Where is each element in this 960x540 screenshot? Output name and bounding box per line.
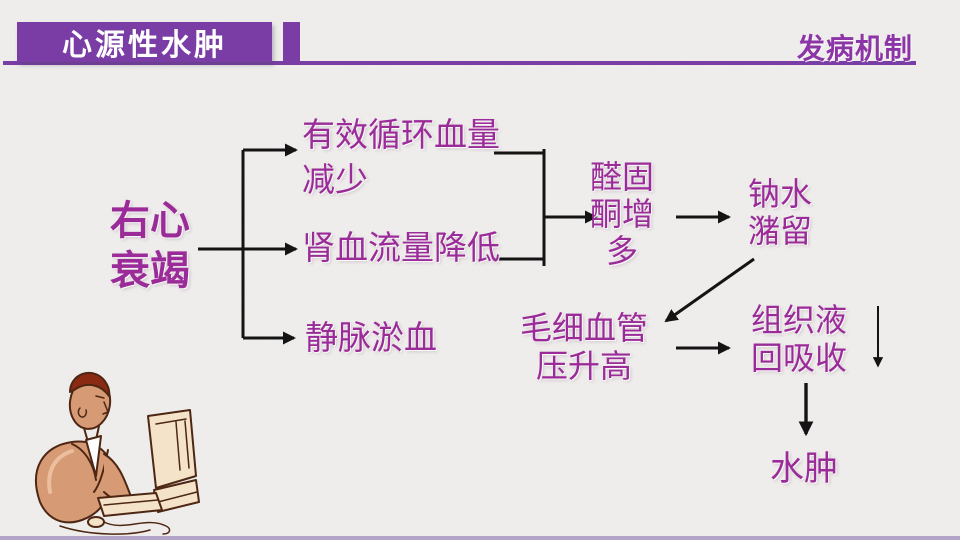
node-effective-blood-volume: 有效循环血量 减少 xyxy=(302,116,500,198)
node-renal-blood-flow: 肾血流量降低 xyxy=(302,229,500,266)
bottom-rule xyxy=(0,536,960,540)
node-aldosterone-increase: 醛固 酮增 多 xyxy=(589,159,654,269)
section-label: 发病机制 xyxy=(796,33,913,64)
node-right-heart-failure: 右心 衰竭 xyxy=(110,199,190,293)
node-sodium-water-retention: 钠水 潴留 xyxy=(747,176,812,249)
title-box: 心源性水肿 xyxy=(17,22,272,62)
node-tissue-fluid-reabsorption: 组织液 回吸收 xyxy=(750,302,847,376)
node-edema: 水肿 xyxy=(770,450,838,488)
slide-title: 心源性水肿 xyxy=(62,29,227,62)
person-computer-clipart xyxy=(35,371,200,535)
node-venous-congestion: 静脉淤血 xyxy=(305,319,437,356)
node-capillary-pressure: 毛细血管 压升高 xyxy=(519,310,648,384)
title-accent-tick xyxy=(283,22,300,62)
